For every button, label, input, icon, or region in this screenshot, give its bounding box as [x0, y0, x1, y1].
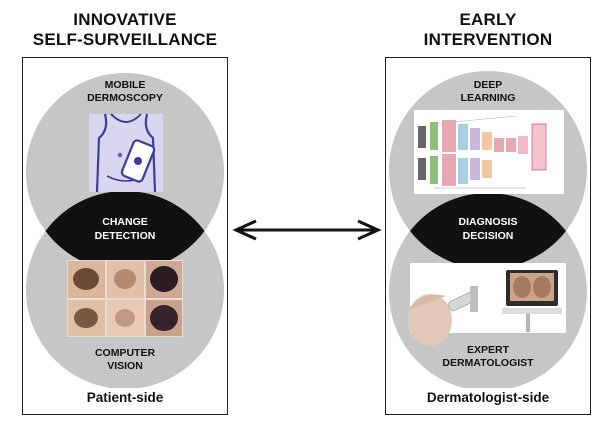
- left-heading-line-1: INNOVATIVE: [73, 10, 177, 29]
- deep-learning-label-1: DEEP: [474, 79, 503, 91]
- diagnosis-decision-label-1: DIAGNOSIS: [459, 216, 518, 228]
- dermatologist-device-image: [408, 263, 566, 346]
- mobile-dermoscopy-label-2: DERMOSCOPY: [87, 92, 163, 104]
- change-detection-label-1: CHANGE: [102, 216, 148, 228]
- diagnosis-decision-label-2: DECISION: [463, 230, 514, 242]
- left-heading-line-2: SELF-SURVEILLANCE: [32, 30, 218, 49]
- mobile-dermoscopy-label-1: MOBILE: [105, 79, 146, 91]
- deep-learning-label-2: LEARNING: [461, 92, 516, 104]
- dermatologist-side-panel: DEEP LEARNING DIAGNOSIS DECISION: [385, 57, 591, 415]
- right-heading-line-1: EARLY: [459, 10, 517, 29]
- right-heading: EARLY INTERVENTION: [385, 10, 591, 50]
- left-heading: INNOVATIVE SELF-SURVEILLANCE: [22, 10, 228, 50]
- left-venn-diagram: MOBILE DERMOSCOPY CHANGE DETECTION: [26, 73, 224, 388]
- right-venn-diagram: DEEP LEARNING DIAGNOSIS DECISION: [389, 71, 587, 388]
- change-detection-lens: [26, 191, 224, 271]
- computer-vision-label-2: VISION: [107, 360, 143, 372]
- torso-phone-dermoscopy-icon: [89, 113, 163, 193]
- computer-vision-label-1: COMPUTER: [95, 347, 156, 359]
- expert-dermatologist-label-1: EXPERT: [467, 344, 510, 356]
- patient-side-label: Patient-side: [86, 390, 164, 405]
- double-headed-arrow: [232, 219, 382, 241]
- diagnosis-decision-lens: [389, 193, 587, 269]
- cnn-architecture-image: [414, 110, 564, 194]
- lesion-grid-image: [67, 260, 183, 337]
- expert-dermatologist-label-2: DERMATOLOGIST: [442, 357, 534, 369]
- change-detection-label-2: DETECTION: [95, 230, 156, 242]
- patient-side-panel: MOBILE DERMOSCOPY CHANGE DETECTION: [22, 57, 228, 415]
- right-heading-line-2: INTERVENTION: [423, 30, 553, 49]
- dermatologist-side-label: Dermatologist-side: [426, 390, 550, 405]
